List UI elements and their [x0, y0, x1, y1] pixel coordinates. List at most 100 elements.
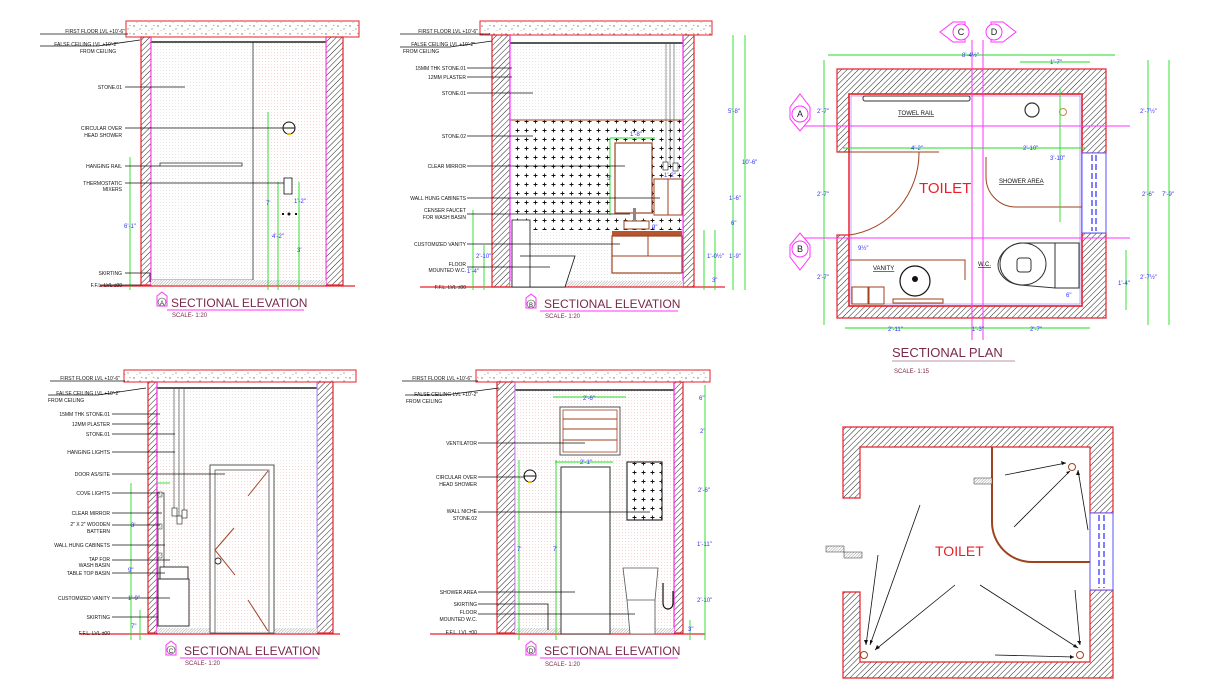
- mirror-label: CLEAR MIRROR: [72, 511, 111, 517]
- mirror-label: CLEAR MIRROR: [428, 164, 467, 170]
- dim-label: 2'-7": [817, 192, 829, 198]
- customized-vanity: [611, 235, 683, 274]
- right-wall: [682, 34, 695, 288]
- section-marker-b: B: [525, 293, 537, 309]
- view-title: SECTIONAL PLAN: [892, 345, 1003, 360]
- left-wall: [147, 381, 158, 634]
- hanging-lights-label: HANGING LIGHTS: [67, 450, 110, 456]
- health-faucet: [662, 583, 674, 610]
- floor-slab: [475, 369, 711, 383]
- left-wall: [140, 36, 152, 286]
- batten-label: BATTERN: [87, 529, 110, 535]
- faucet-label: FOR WASH BASIN: [423, 215, 467, 221]
- view-title: SECTIONAL ELEVATION: [544, 297, 680, 311]
- dim-label: 8'-4½": [962, 52, 979, 59]
- wc-label: W.C.: [978, 262, 991, 268]
- dim-label: 2'-10": [697, 598, 712, 604]
- elevation-d: 2'-6" 2'-1" 7' 7' 6" 2' 2'-6" 1'-11" 2'-…: [402, 369, 712, 668]
- right-wall: [325, 36, 344, 286]
- shower-area-label: SHOWER AREA: [440, 590, 478, 596]
- stone-thickness-label: 15MM THK STONE.01: [415, 66, 466, 72]
- cabinets-label: WALL HUNG CABINETS: [54, 543, 110, 549]
- view-title: SECTIONAL ELEVATION: [171, 296, 307, 310]
- skirting-label: SKIRTING: [453, 602, 477, 608]
- dim-label: 2'-10": [476, 254, 491, 260]
- from-ceiling-label: FROM CEILING: [406, 399, 442, 405]
- dim-label: 6": [699, 396, 704, 402]
- view-scale: SCALE- 1:15: [894, 369, 930, 375]
- dim-label: 2': [700, 429, 704, 435]
- towel-rail-label: TOWEL RAIL: [898, 111, 935, 117]
- false-ceiling-label: FALSE CEILING LVL +10'-2": [414, 392, 478, 398]
- shower-zone: [253, 42, 326, 280]
- false-ceiling-label: FALSE CEILING LVL +10'-2": [411, 42, 475, 48]
- room-label: TOILET: [935, 543, 984, 559]
- vanity-top: [612, 231, 682, 236]
- clear-mirror: [614, 142, 653, 214]
- first-floor-level-label: FIRST FLOOR LVL +10'-6": [60, 376, 120, 382]
- dim-label: 1'-3": [972, 327, 984, 333]
- cove-lights-label: COVE LIGHTS: [76, 491, 110, 497]
- basin-label: TABLE TOP BASIN: [67, 571, 111, 577]
- view-scale: SCALE- 1:20: [545, 662, 581, 668]
- left-wall: [496, 381, 516, 634]
- section-marker-c: C: [165, 640, 177, 656]
- first-floor-level-label: FIRST FLOOR LVL +10'-6": [65, 29, 125, 35]
- shower-label: CIRCULAR OVER: [436, 475, 478, 481]
- stone-02-label: STONE.02: [442, 134, 466, 140]
- shower-head-icon: [523, 469, 537, 483]
- floor-slab: [123, 369, 357, 383]
- section-marker-d: D: [525, 640, 537, 656]
- window: [1081, 152, 1107, 234]
- hanging-rail: [159, 162, 243, 167]
- dim-label: 2'-7½": [1140, 108, 1157, 115]
- section-marker-c: C: [939, 21, 970, 43]
- ventilator-label: VENTILATOR: [446, 441, 477, 447]
- skirting-label: SKIRTING: [98, 271, 122, 277]
- dim-label: 6": [731, 221, 736, 227]
- svg-text:B: B: [529, 303, 533, 309]
- elevation-c: 3' 9" 1'-9" 7" FIRST FLOOR LVL +10'-6" F…: [48, 369, 357, 667]
- svg-text:A: A: [797, 109, 803, 119]
- towel-rail: [862, 95, 971, 102]
- false-ceiling-label: FALSE CEILING LVL +10'-2": [54, 42, 118, 48]
- stone-thickness-label: 15MM THK STONE.01: [59, 412, 110, 418]
- wc-label: FLOOR: [449, 262, 467, 268]
- door-label: DOOR AS/SITE: [75, 472, 111, 478]
- ffl-label: F.F.L. LVL ±00: [446, 630, 478, 636]
- dim-label: 7': [266, 201, 270, 207]
- section-marker-d: D: [985, 21, 1017, 43]
- svg-text:B: B: [797, 244, 803, 254]
- dim-label: 3': [297, 248, 301, 254]
- from-ceiling-label: FROM CEILING: [80, 49, 116, 55]
- door-handle: [214, 557, 222, 565]
- niche-label: WALL NICHE: [447, 509, 478, 515]
- dim-label: 2'-11": [888, 327, 903, 333]
- dim-label: 2'-6": [1142, 192, 1154, 198]
- section-marker-a: A: [156, 291, 168, 307]
- dim-label: 9": [652, 225, 657, 231]
- stone-01-label: STONE.01: [442, 91, 466, 97]
- floor-slab: [125, 20, 360, 38]
- dim-label: 6": [1066, 293, 1071, 299]
- dim-label: 9": [128, 568, 133, 574]
- stone-label: STONE.01: [98, 85, 122, 91]
- dim-label: 3'-10": [1050, 156, 1065, 162]
- tap-label: WASH BASIN: [79, 563, 111, 569]
- dim-label: 3': [607, 176, 611, 182]
- first-floor-level-label: FIRST FLOOR LVL +10'-6": [412, 376, 472, 382]
- right-wall: [316, 381, 334, 634]
- niche-label: STONE.02: [453, 516, 477, 522]
- view-title: SECTIONAL ELEVATION: [184, 644, 320, 658]
- dim-label: 1'-8": [630, 132, 642, 138]
- ffl-label: F.F.L. LVL ±00: [91, 283, 123, 289]
- floor-drain-icon: [1059, 108, 1067, 116]
- svg-text:D: D: [991, 27, 998, 37]
- svg-text:C: C: [958, 27, 965, 37]
- rail-label: HANGING RAIL: [86, 164, 122, 170]
- shower-screen: [985, 157, 1082, 208]
- vanity-label: VANITY: [873, 266, 894, 272]
- wc-icon: [997, 242, 1080, 289]
- false-ceiling-label: FALSE CEILING LVL +10'-2": [56, 391, 120, 397]
